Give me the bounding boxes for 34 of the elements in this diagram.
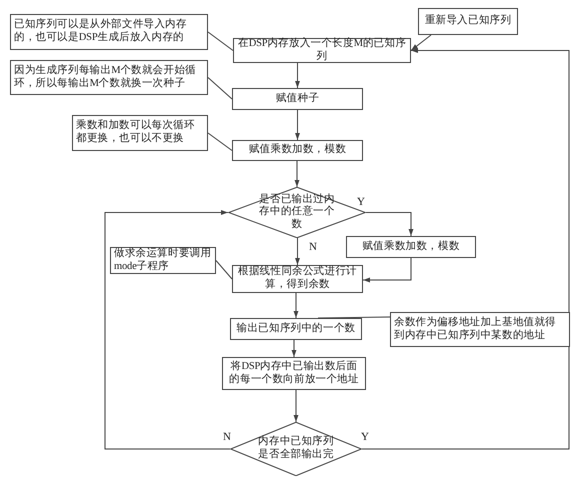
- process-box: 将DSP内存中已输出数后面的每一个数向前放一个地址: [222, 357, 366, 390]
- leader-line: [208, 77, 232, 100]
- edge-label: N: [222, 431, 232, 443]
- decision-diamond: 内存中已知序列是否全部输出完: [230, 422, 362, 476]
- process-box: 输出已知序列中的一个数: [230, 318, 362, 340]
- note-box: 余数作为偏移地址加上基地值就得到内存中已知序列中某数的地址: [390, 312, 570, 347]
- edge-label: Y: [360, 431, 370, 443]
- arrow: [362, 258, 412, 282]
- process-box: 赋值种子: [232, 88, 363, 110]
- note-box: 已知序列可以是从外部文件导入内存的，也可以是DSP生成后放入内存的: [10, 14, 208, 50]
- note-box: 做求余运算时要调用mode子程序: [110, 247, 216, 274]
- arrow: [294, 292, 298, 318]
- note-box: 乘数和加数可以每次循环都更换，也可以不更换: [72, 115, 208, 151]
- process-box: 根据线性同余公式进行计算，得到余数: [232, 265, 363, 293]
- arrow: [295, 238, 300, 266]
- arrow: [294, 390, 298, 422]
- process-box: 重新导入已知序列: [418, 8, 518, 35]
- edge-label: N: [308, 241, 318, 253]
- leader-line: [208, 32, 234, 51]
- arrow: [104, 210, 230, 450]
- arrow: [292, 340, 296, 358]
- process-box: 赋值乘数加数，模数: [232, 140, 363, 161]
- leader-line: [410, 34, 432, 51]
- leader-line: [318, 316, 390, 318]
- arrow: [295, 62, 300, 88]
- note-box: 因为生成序列每输出M个数就会开始循环，所以每输出M个数就换一次种子: [10, 60, 208, 95]
- arrow: [294, 160, 300, 188]
- process-box: 在DSP内存放入一个长度M的已知序列: [233, 38, 411, 63]
- arrow: [295, 110, 300, 140]
- leader-line: [216, 260, 232, 280]
- arrow: [362, 48, 570, 450]
- leader-line: [208, 132, 232, 151]
- arrow: [366, 212, 414, 236]
- process-box: 赋值乘数加数，模数: [346, 236, 476, 258]
